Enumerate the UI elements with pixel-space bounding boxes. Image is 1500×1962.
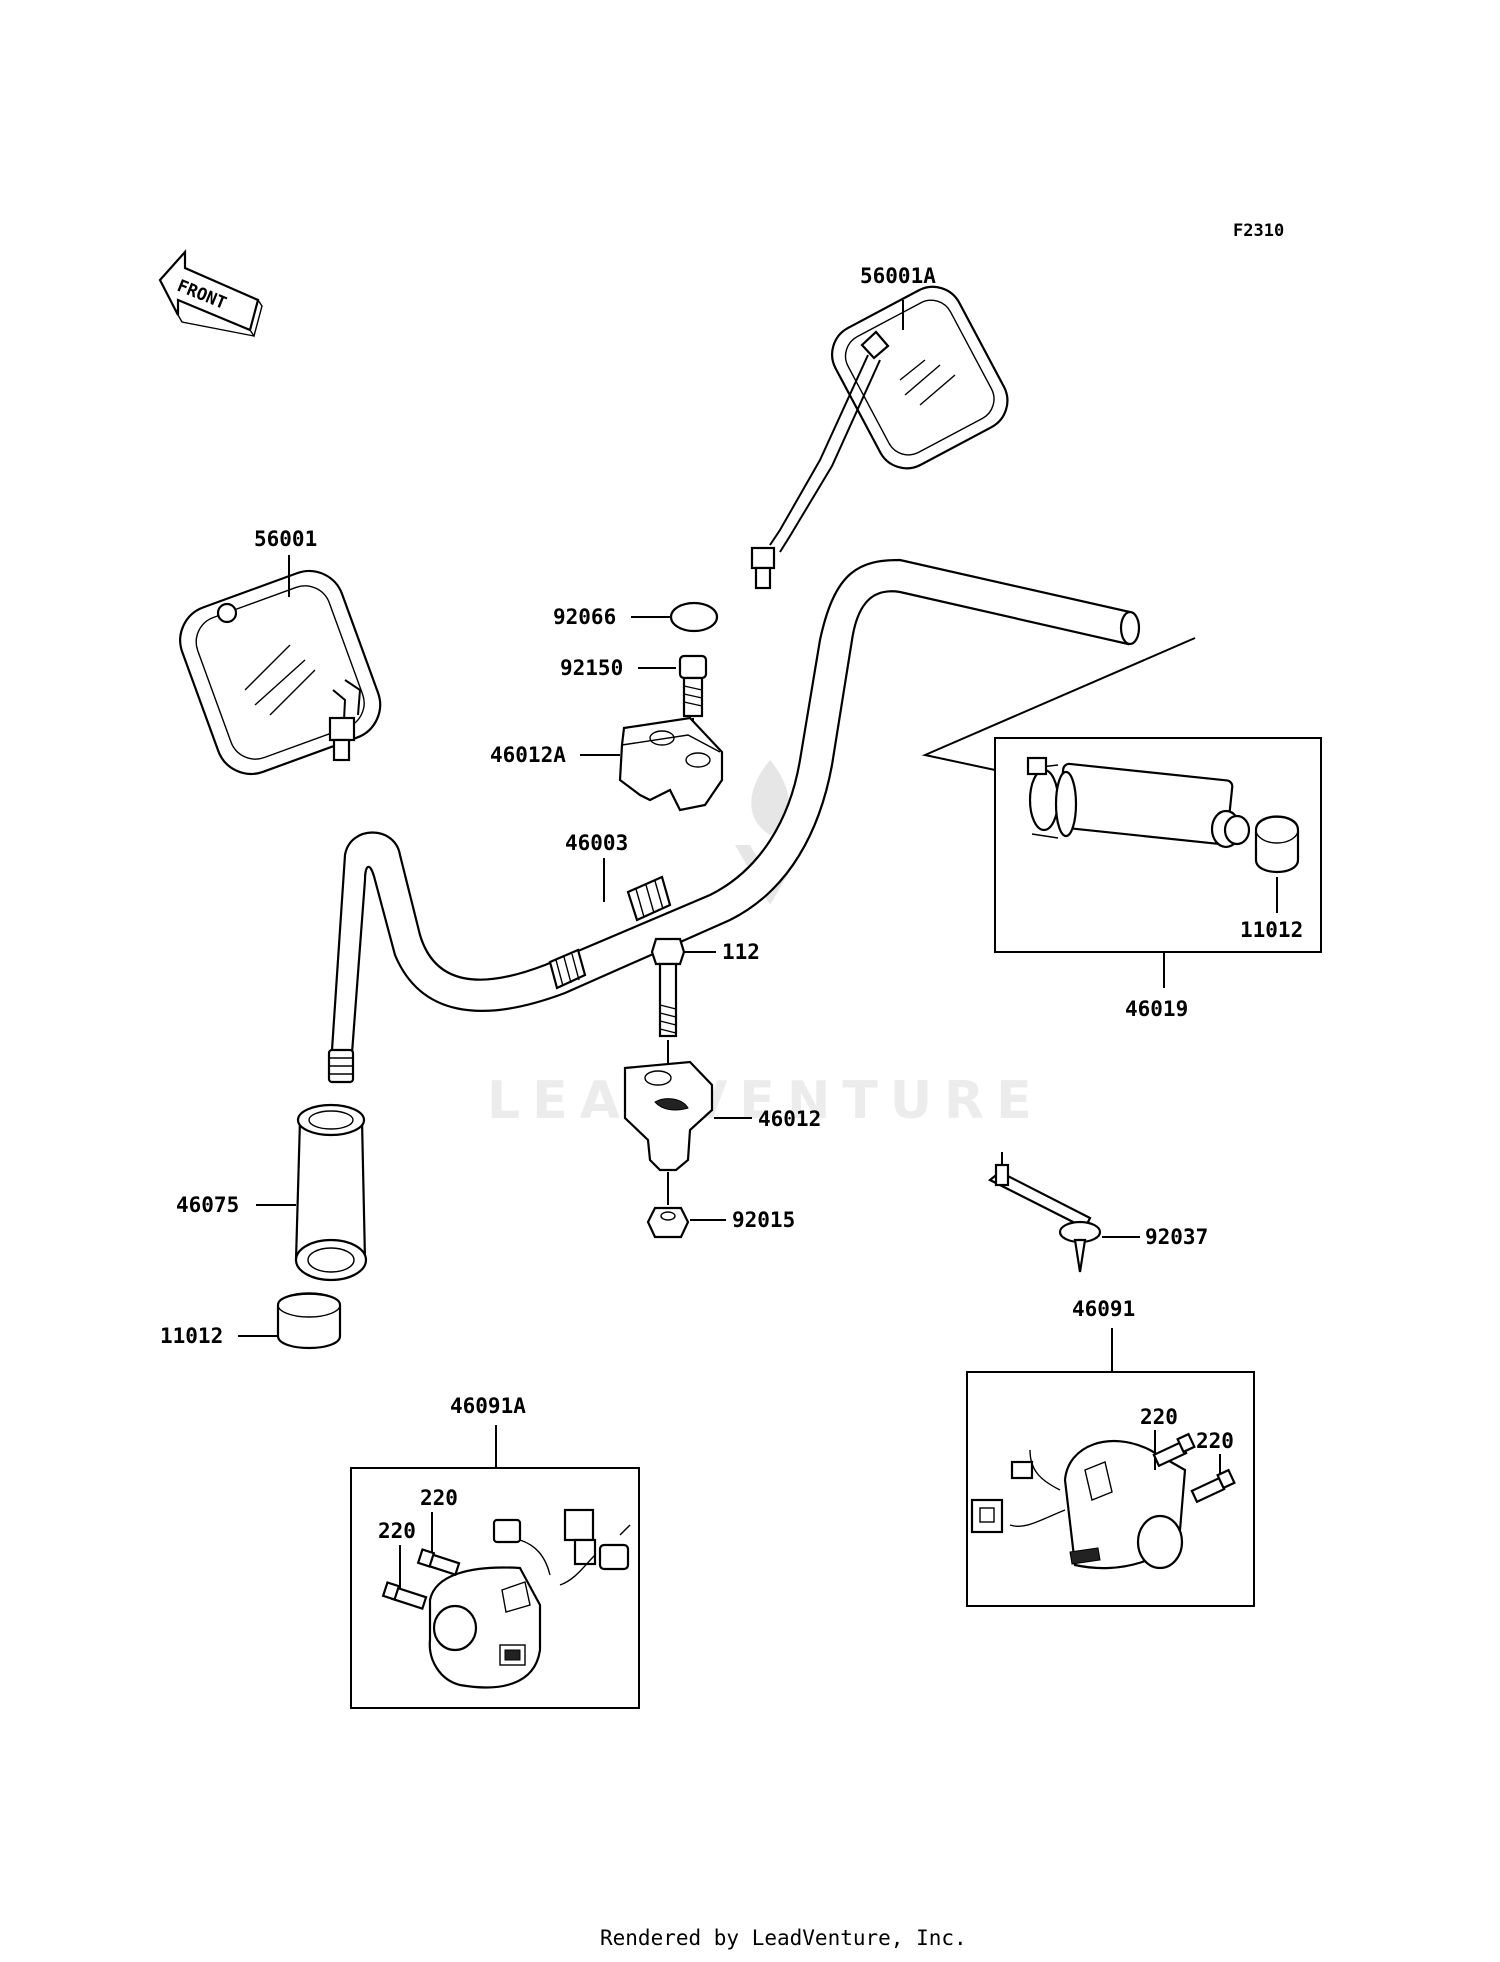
label-46019: 46019 bbox=[1125, 997, 1188, 1021]
footer-credit: Rendered by LeadVenture, Inc. bbox=[600, 1926, 967, 1950]
watermark-text: LEADVENTURE bbox=[487, 1071, 1044, 1131]
label-92066: 92066 bbox=[553, 605, 616, 629]
label-92037: 92037 bbox=[1145, 1225, 1208, 1249]
front-arrow-icon: FRONT bbox=[158, 249, 263, 338]
watermark: LEADVENTURE bbox=[487, 760, 1044, 1131]
nut-92015 bbox=[646, 1206, 690, 1239]
grip-46075 bbox=[294, 1103, 368, 1282]
label-112: 112 bbox=[722, 940, 760, 964]
label-56001: 56001 bbox=[254, 527, 317, 551]
bolt-112 bbox=[650, 937, 686, 1038]
screw-220-left-1 bbox=[416, 1512, 461, 1577]
screw-220-left-2 bbox=[381, 1545, 428, 1611]
label-46012A: 46012A bbox=[490, 743, 566, 767]
label-56001A: 56001A bbox=[860, 264, 936, 288]
screw-220-right-1 bbox=[1152, 1430, 1196, 1470]
label-92150: 92150 bbox=[560, 656, 623, 680]
label-46091: 46091 bbox=[1072, 1297, 1135, 1321]
mirror-left bbox=[179, 569, 382, 776]
handlebar-46003 bbox=[327, 558, 1141, 1084]
clamp-lower-46012 bbox=[623, 1060, 714, 1172]
label-11012-left: 11012 bbox=[160, 1324, 223, 1348]
box-46091 bbox=[966, 1371, 1255, 1607]
switch-housing-left bbox=[428, 1508, 631, 1689]
label-46003: 46003 bbox=[565, 831, 628, 855]
label-220-left-1: 220 bbox=[420, 1486, 458, 1510]
label-220-right-2: 220 bbox=[1196, 1429, 1234, 1453]
end-cap-left-11012 bbox=[276, 1292, 342, 1350]
box-46019 bbox=[994, 737, 1322, 953]
figure-code: F2310 bbox=[1233, 221, 1284, 241]
mirror-right bbox=[750, 285, 1009, 590]
label-46012: 46012 bbox=[758, 1107, 821, 1131]
cap-92066 bbox=[669, 601, 719, 633]
throttle-grip-46019 bbox=[1026, 756, 1251, 849]
switch-housing-right bbox=[970, 1440, 1187, 1570]
box-46091A bbox=[350, 1467, 640, 1709]
label-46091A: 46091A bbox=[450, 1394, 526, 1418]
bolt-92150 bbox=[678, 654, 708, 718]
label-220-right-1: 220 bbox=[1140, 1405, 1178, 1429]
end-cap-right-11012 bbox=[1254, 815, 1300, 873]
label-92015: 92015 bbox=[732, 1208, 795, 1232]
label-220-left-2: 220 bbox=[378, 1519, 416, 1543]
screw-220-right-2 bbox=[1190, 1454, 1236, 1504]
clip-92037 bbox=[987, 1152, 1102, 1273]
clamp-upper-46012A bbox=[618, 716, 724, 812]
label-46075: 46075 bbox=[176, 1193, 239, 1217]
label-11012-right: 11012 bbox=[1240, 918, 1303, 942]
